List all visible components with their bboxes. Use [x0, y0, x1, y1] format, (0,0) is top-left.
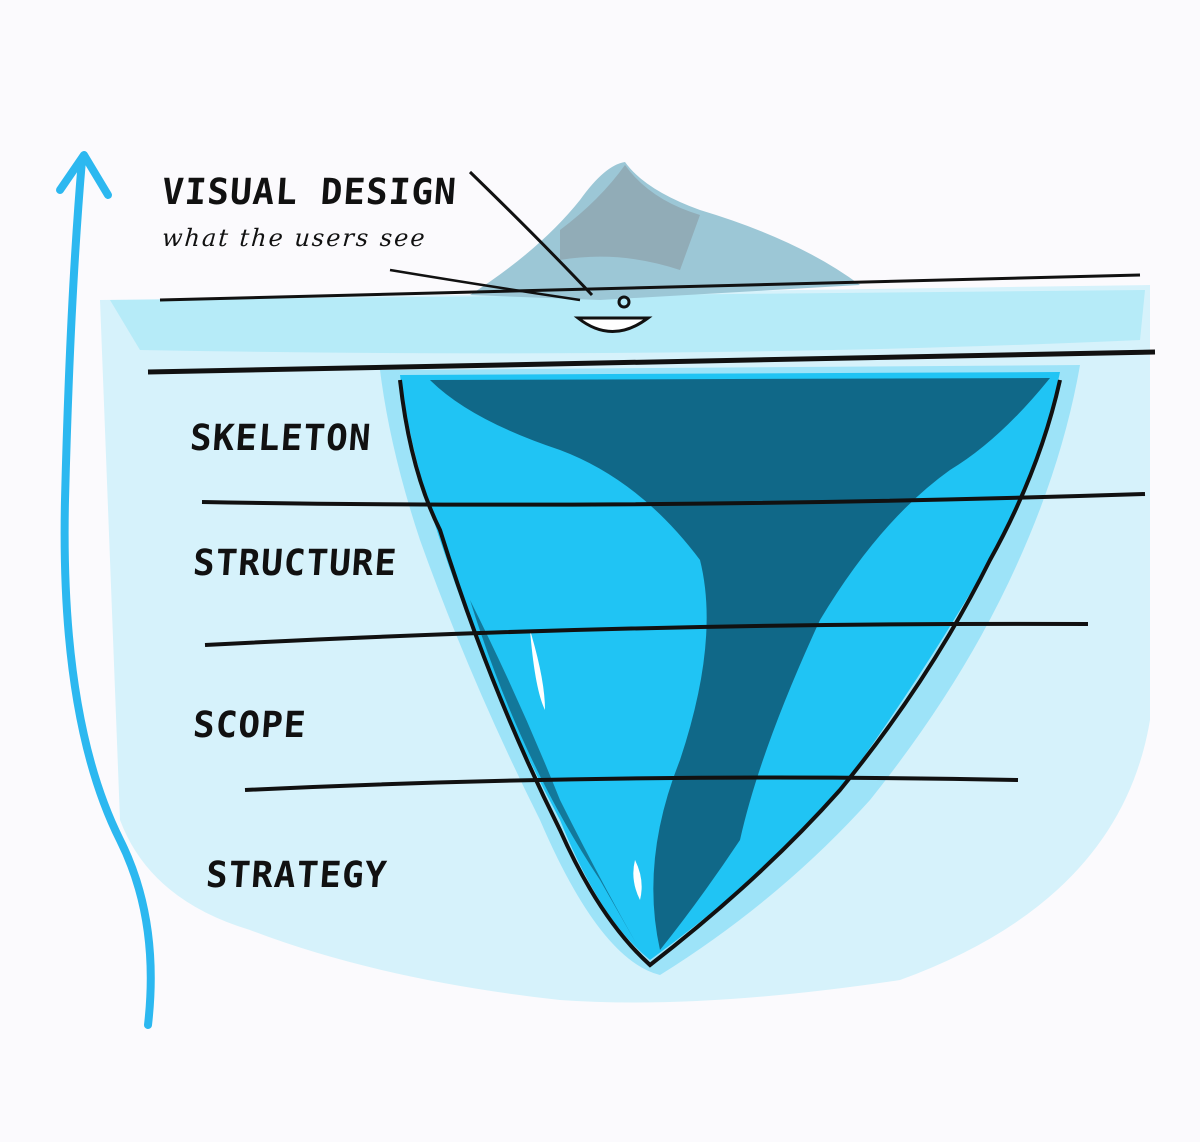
up-arrow-icon [60, 156, 155, 1029]
label-visual-design-caption: what the users see [161, 224, 428, 252]
fishing-line [468, 170, 594, 297]
label-skeleton: SKELETON [188, 418, 373, 459]
label-strategy: STRATEGY [204, 855, 389, 896]
label-structure: STRUCTURE [191, 543, 399, 584]
label-scope: SCOPE [191, 705, 308, 746]
layer-divider-2 [201, 492, 1146, 507]
waterline [159, 273, 1141, 302]
layer-divider-4 [244, 775, 1019, 792]
iceberg-shadow [430, 378, 1050, 950]
iceberg-outline [398, 379, 1062, 968]
boat [573, 316, 653, 333]
layer-divider-3 [204, 621, 1089, 647]
label-visual-design: VISUAL DESIGN [160, 172, 459, 213]
layer-divider-1 [147, 349, 1156, 375]
